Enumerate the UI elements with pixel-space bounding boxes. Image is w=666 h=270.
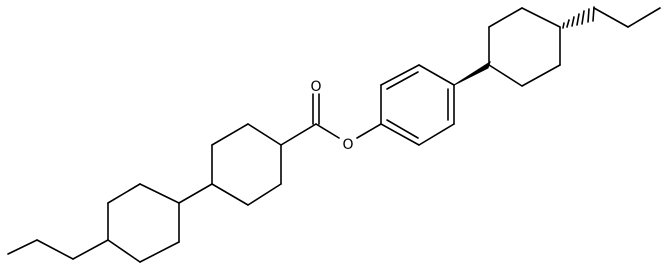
wedge-bond [453, 60, 491, 86]
propyl-chain-right [593, 7, 661, 28]
ester-oxygen-label: O [342, 137, 353, 153]
hashed-bond [562, 6, 595, 29]
cyclohexane-ring-middle [211, 123, 282, 206]
benzene-ring [380, 64, 455, 146]
propyl-chain-left [7, 239, 109, 260]
cyclohexane-ring-right [488, 7, 561, 87]
ester-group [280, 93, 382, 146]
ring-link-bond [178, 183, 213, 204]
carbonyl-oxygen-label: O [310, 79, 321, 95]
cyclohexane-ring-left [107, 183, 180, 263]
